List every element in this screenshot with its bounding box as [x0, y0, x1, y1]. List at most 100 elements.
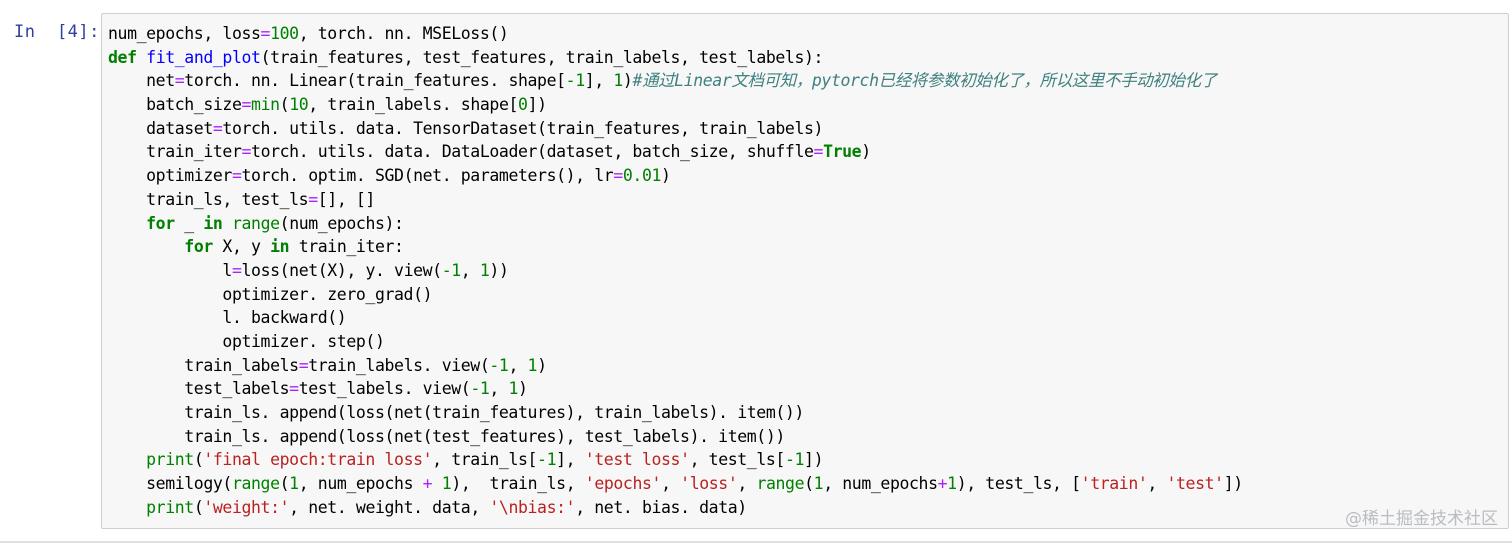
- code-token: =: [298, 355, 309, 375]
- code-token: in: [203, 213, 223, 233]
- code-line: print('final epoch:train loss', train_ls…: [108, 448, 1243, 472]
- code-token: 1: [613, 71, 623, 91]
- code-token: ,: [508, 355, 528, 375]
- code-token: [137, 48, 147, 67]
- divider: [0, 541, 1512, 543]
- code-token: (: [193, 497, 204, 517]
- code-token: print: [146, 497, 194, 517]
- code-token: ), train_ls,: [451, 474, 585, 494]
- code-cell[interactable]: In [4]: num_epochs, loss=100, torch. nn.…: [0, 12, 1512, 532]
- code-token: -1: [565, 71, 585, 91]
- code-token: , num_epochs: [298, 474, 423, 494]
- code-token: =: [212, 118, 223, 138]
- code-token: 100: [270, 24, 299, 43]
- code-line: optimizer. zero_grad(): [108, 283, 1243, 307]
- code-token: range: [231, 213, 280, 233]
- code-line: train_ls. append(loss(net(test_features)…: [108, 425, 1243, 449]
- code-token: ]): [1223, 474, 1243, 494]
- code-token: -1: [784, 450, 805, 470]
- code-line: l=loss(net(X), y. view(-1, 1)): [108, 259, 1243, 283]
- code-token: (num_epochs):: [279, 213, 404, 233]
- code-token: range: [756, 474, 805, 494]
- code-token: 'test loss': [584, 450, 690, 470]
- code-token: train_ls. append(loss(net(test_features)…: [108, 426, 785, 446]
- code-token: ,: [1147, 474, 1167, 494]
- code-token: l: [108, 260, 232, 280]
- code-token: in: [270, 237, 290, 257]
- code-line: l. backward(): [108, 306, 1243, 330]
- code-token: , net. weight. data,: [289, 497, 490, 517]
- code-token: test_labels. view(: [298, 379, 471, 399]
- code-token: [432, 474, 442, 493]
- code-token: =: [241, 142, 252, 162]
- code-token: train_labels: [108, 355, 299, 375]
- code-token: ): [537, 355, 547, 375]
- code-token: ): [518, 379, 528, 399]
- code-token: [108, 498, 146, 517]
- code-token: 1: [508, 379, 519, 399]
- code-token: , train_labels. shape[: [308, 95, 519, 115]
- code-token: -1: [537, 450, 557, 470]
- code-token: =: [813, 142, 824, 162]
- code-token: semilogy(: [108, 474, 232, 494]
- code-line: num_epochs, loss=100, torch. nn. MSELoss…: [108, 22, 1243, 46]
- code-token: =: [308, 189, 318, 209]
- code-token: train_ls. append(loss(net(train_features…: [108, 403, 804, 422]
- code-token: ],: [556, 450, 585, 470]
- code-token: 0: [518, 95, 528, 115]
- code-token: train_iter:: [289, 237, 404, 257]
- code-token: 1: [813, 474, 824, 494]
- code-token: optimizer: [108, 166, 232, 186]
- code-token: , num_epochs: [823, 474, 938, 494]
- code-line: dataset=torch. utils. data. TensorDatase…: [108, 117, 1243, 141]
- code-token: ,: [737, 474, 757, 494]
- code-token: ), test_ls, [: [956, 474, 1081, 494]
- code-token: (: [804, 474, 814, 494]
- code-token: )): [489, 260, 509, 280]
- code-token: +: [422, 474, 433, 494]
- code-token: fit_and_plot: [146, 47, 261, 67]
- code-token: optimizer. step(): [108, 331, 385, 351]
- code-token: ,: [489, 379, 509, 399]
- code-input-area[interactable]: num_epochs, loss=100, torch. nn. MSELoss…: [101, 13, 1509, 529]
- code-token: -1: [470, 379, 490, 399]
- code-token: torch. utils. data. TensorDataset(train_…: [222, 118, 824, 138]
- code-line: train_iter=torch. utils. data. DataLoade…: [108, 140, 1243, 164]
- code-token: =: [174, 71, 185, 91]
- code-line: for X, y in train_iter:: [108, 235, 1243, 259]
- code-token: torch. optim. SGD(net. parameters(), lr: [241, 166, 614, 186]
- code-token: =: [613, 166, 623, 186]
- code-token: X, y: [212, 237, 271, 257]
- code-line: semilogy(range(1, num_epochs + 1), train…: [108, 472, 1243, 496]
- code-token: =: [231, 166, 242, 186]
- code-token: (: [279, 95, 290, 115]
- code-token: batch_size: [108, 95, 242, 115]
- code-line: train_ls. append(loss(net(train_features…: [108, 401, 1243, 425]
- code-token: ): [622, 71, 633, 91]
- code-token: ,: [661, 474, 681, 494]
- code-token: [108, 450, 146, 469]
- code-token: l. backward(): [108, 308, 347, 328]
- code-line: net=torch. nn. Linear(train_features. sh…: [108, 69, 1243, 93]
- code-token: 'epochs': [584, 474, 662, 494]
- code-token: '\nbias:': [489, 497, 576, 517]
- code-token: dataset: [108, 118, 213, 138]
- code-token: torch. nn. Linear(train_features. shape[: [184, 71, 566, 91]
- code-token: True: [823, 142, 862, 162]
- code-token: train_labels. view(: [308, 355, 490, 375]
- code-token: 1: [527, 355, 538, 375]
- code-token: num_epochs, loss: [108, 24, 261, 43]
- code-token: 1: [947, 474, 957, 494]
- code-token: , train_ls[: [432, 450, 538, 470]
- code-token: optimizer. zero_grad(): [108, 284, 433, 304]
- code-token: , net. bias. data): [575, 497, 747, 517]
- code-token: (train_features, test_features, train_la…: [260, 47, 824, 67]
- code-token: (: [193, 450, 204, 470]
- code-token: 1: [441, 474, 452, 494]
- code-token: torch. utils. data. DataLoader(dataset, …: [251, 142, 814, 162]
- code-editor[interactable]: num_epochs, loss=100, torch. nn. MSELoss…: [108, 22, 1243, 519]
- code-token: [], []: [317, 189, 376, 209]
- code-token: 10: [289, 95, 309, 115]
- code-line: train_ls, test_ls=[], []: [108, 188, 1243, 212]
- code-token: 'test': [1166, 474, 1224, 494]
